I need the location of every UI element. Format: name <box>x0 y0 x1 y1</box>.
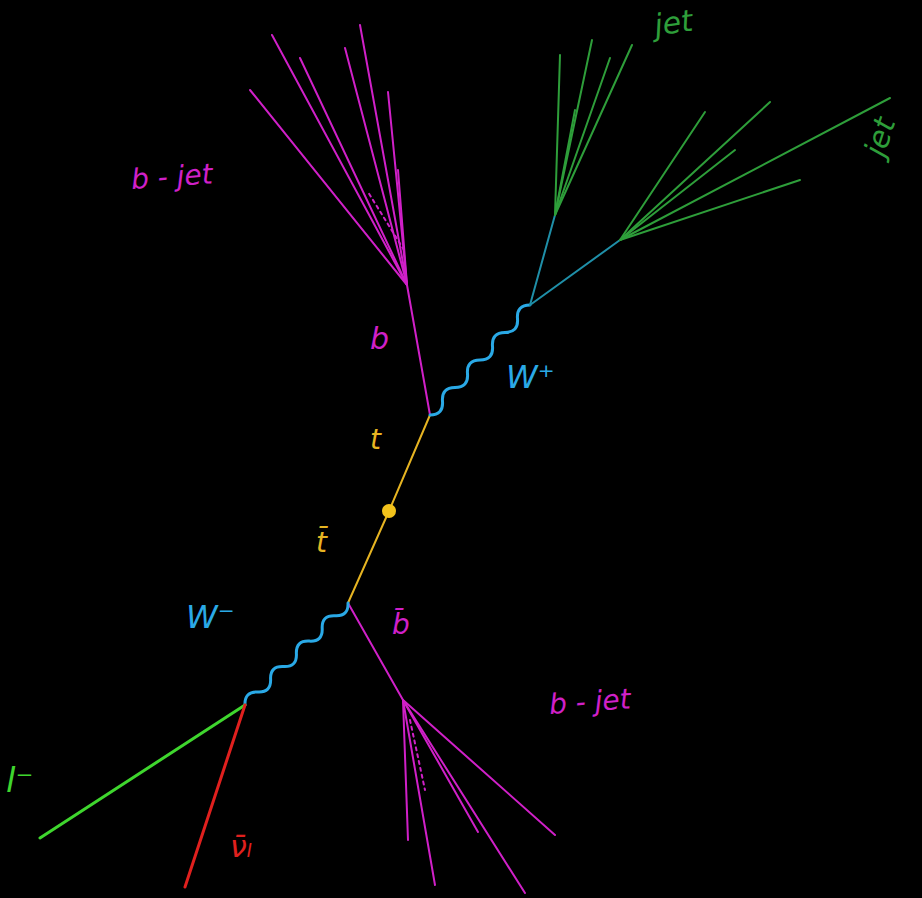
particle-label: b - jet <box>130 159 214 195</box>
b-jet-spray <box>403 700 555 893</box>
antitop-line <box>348 511 389 603</box>
quark-line <box>530 240 620 305</box>
particle-label: t̄ <box>316 528 327 559</box>
quark-line <box>530 215 555 305</box>
w-minus-boson <box>245 603 348 705</box>
b-quark-line <box>407 285 430 415</box>
lepton-line <box>40 705 245 838</box>
particle-label: jet <box>652 4 695 42</box>
particle-label: jet <box>858 113 901 160</box>
light-jet-spray <box>555 40 632 215</box>
particle-label: b - jet <box>548 684 632 720</box>
particle-label: l⁻ <box>6 762 33 799</box>
particle-label: W⁺ <box>506 360 555 395</box>
particle-label: t <box>370 425 381 456</box>
light-jet-spray <box>620 98 890 240</box>
particle-label: b̄ <box>392 610 410 641</box>
particle-label: ν̄ₗ <box>230 830 252 863</box>
vertex-dot <box>382 504 396 518</box>
top-line <box>389 415 430 511</box>
b-jet-spray <box>250 25 407 285</box>
particle-label: W⁻ <box>186 600 235 635</box>
particle-label: b <box>370 322 389 355</box>
